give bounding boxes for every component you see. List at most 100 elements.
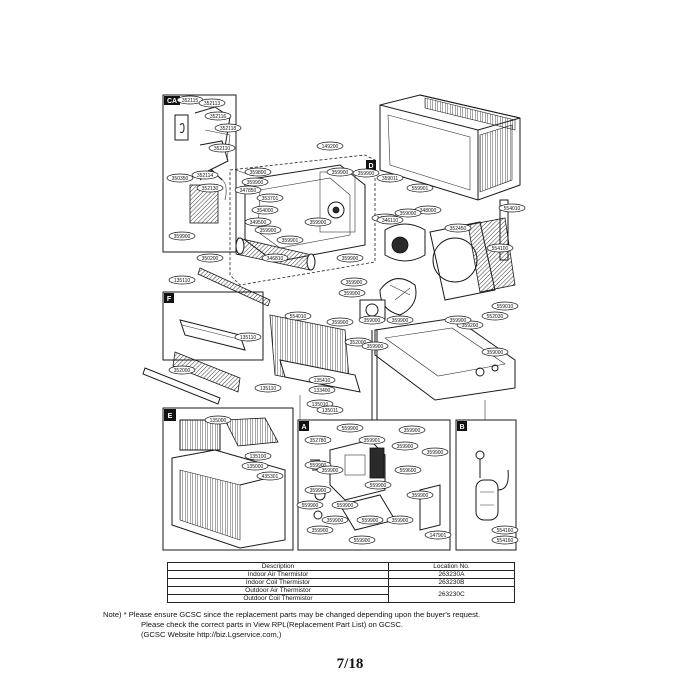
table-header-description: Description xyxy=(167,562,389,571)
part-label: 359800 xyxy=(244,167,272,177)
part-number: 359900 xyxy=(392,518,409,524)
part-label: 359900 xyxy=(326,317,354,327)
part-number: 133400 xyxy=(314,388,331,394)
part-number: 359000 xyxy=(364,318,381,324)
table-cell-description: Outdoor Air Thermistor xyxy=(167,586,389,595)
part-number: 135011 xyxy=(322,408,339,414)
section-f-badge xyxy=(164,293,174,303)
part-number: 346810 xyxy=(267,256,284,262)
part-label: 359000 xyxy=(358,315,386,325)
part-label: 135000 xyxy=(204,415,232,425)
part-label: 135410 xyxy=(308,375,336,385)
part-label: 559900 xyxy=(364,480,392,490)
part-label: 133400 xyxy=(308,385,336,395)
part-number: 135000 xyxy=(247,464,264,470)
part-label: 359900 xyxy=(168,231,196,241)
section-b: B xyxy=(455,419,517,551)
section-ca-label: CA xyxy=(167,98,177,105)
part-label: 359900 xyxy=(336,253,364,263)
part-number: 554100 xyxy=(492,246,509,252)
part-number: 359900 xyxy=(346,280,363,286)
part-label: 359901 xyxy=(276,235,304,245)
part-number: 559900 xyxy=(342,426,359,432)
part-label: 135110 xyxy=(168,275,196,285)
part-label: 359000 xyxy=(394,208,422,218)
part-number: 552030 xyxy=(487,314,504,320)
part-label: 349500 xyxy=(244,217,272,227)
section-a-badge xyxy=(299,421,309,431)
part-label: 350200 xyxy=(196,253,224,263)
part-number: 350350 xyxy=(172,176,189,182)
part-number: 352130 xyxy=(202,186,219,192)
part-number: 359901 xyxy=(364,438,381,444)
part-label: 350350 xyxy=(166,173,194,183)
part-label: 559900 xyxy=(356,515,384,525)
compressor xyxy=(475,479,499,521)
exploded-parts-diagram: CA D xyxy=(142,94,526,551)
section-d-label: D xyxy=(368,163,373,170)
part-number: 147901 xyxy=(430,533,447,539)
part-label: 435301 xyxy=(256,471,284,481)
part-number: 359900 xyxy=(344,291,361,297)
part-number: 554160 xyxy=(497,528,514,534)
part-label: 352450 xyxy=(444,223,472,233)
part-number: 359900 xyxy=(260,228,277,234)
part-number: 359900 xyxy=(397,444,414,450)
part-number: 352116 xyxy=(210,114,227,120)
part-number: 554010 xyxy=(504,206,521,212)
part-number: 352450 xyxy=(450,226,467,232)
part-label: 359900 xyxy=(398,425,426,435)
part-label: 352130 xyxy=(196,183,224,193)
part-label: 352000 xyxy=(168,365,196,375)
part-number: 352000 xyxy=(174,368,191,374)
part-number: 554010 xyxy=(290,314,307,320)
part-label: 347850 xyxy=(234,185,262,195)
table-cell-location: 263230B xyxy=(387,578,516,587)
table-cell-description: Indoor Coil Thermistor xyxy=(167,578,389,587)
part-label: 359900 xyxy=(304,485,332,495)
part-number: 559900 xyxy=(337,503,354,509)
part-label: 559901 xyxy=(406,183,434,193)
part-number: 135000 xyxy=(210,418,227,424)
part-number: 359900 xyxy=(322,468,339,474)
part-number: 559900 xyxy=(302,503,319,509)
page-number: 7/18 xyxy=(336,656,364,672)
part-number: 135100 xyxy=(250,454,267,460)
part-number: 135410 xyxy=(314,378,331,384)
part-label: 135110 xyxy=(254,383,282,393)
part-number: 359900 xyxy=(342,256,359,262)
part-number: 135110 xyxy=(240,335,257,341)
part-number: 359011 xyxy=(382,176,399,182)
part-label: 359900 xyxy=(326,167,354,177)
part-label: 359011 xyxy=(376,173,404,183)
section-b-label: B xyxy=(459,424,464,431)
section-d-badge xyxy=(366,160,376,170)
part-number: 359900 xyxy=(450,318,467,324)
notes-block: Note) * Please ensure GCSC since the rep… xyxy=(103,610,643,640)
part-label: 352116 xyxy=(204,111,232,121)
part-number: 359900 xyxy=(358,171,375,177)
part-label: 149200 xyxy=(316,141,344,151)
part-label: 559900 xyxy=(331,500,359,510)
part-number: 350200 xyxy=(202,256,219,262)
part-number: 359800 xyxy=(250,170,267,176)
table-cell-location: 263230C xyxy=(387,586,516,603)
part-number: 559900 xyxy=(354,538,371,544)
part-number: 359900 xyxy=(404,428,421,434)
part-label: 147901 xyxy=(424,530,452,540)
part-label: 135011 xyxy=(316,405,344,415)
section-b-badge xyxy=(457,421,467,431)
part-number: 359900 xyxy=(327,518,344,524)
part-label: 552030 xyxy=(481,311,509,321)
section-e: E xyxy=(162,407,294,551)
note-line: Please check the correct parts in View R… xyxy=(141,620,403,629)
part-label: 352115 xyxy=(176,95,204,105)
section-e-label: E xyxy=(168,413,173,420)
part-number: 359900 xyxy=(427,450,444,456)
base-pan xyxy=(374,317,516,401)
part-number: 352110 xyxy=(214,146,231,152)
part-number: 348000 xyxy=(420,208,437,214)
part-label: 559010 xyxy=(491,301,519,311)
